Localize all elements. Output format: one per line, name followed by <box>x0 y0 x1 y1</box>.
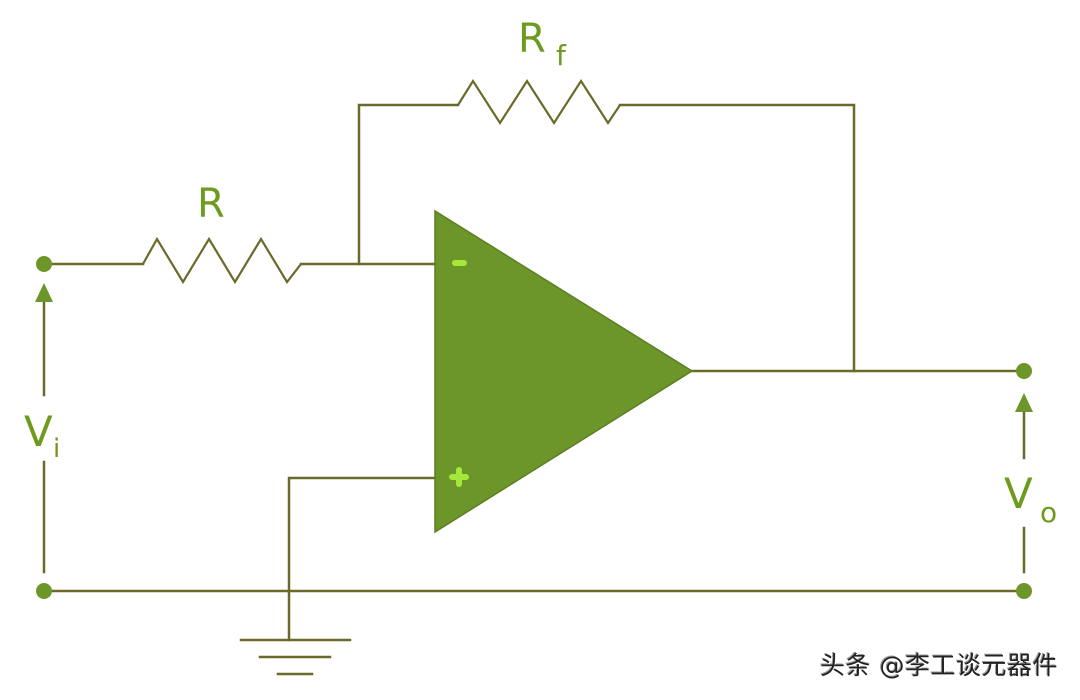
output-ground-terminal <box>1016 583 1032 599</box>
output-voltage-label: V <box>1004 469 1033 518</box>
feedback-resistor-label: R <box>518 16 546 62</box>
input-voltage-subscript: i <box>53 434 60 464</box>
inverting-input-minus-sign <box>452 260 467 266</box>
opamp-triangle <box>434 209 694 534</box>
output-voltage-arrow <box>1015 393 1033 574</box>
input-terminal <box>36 256 52 272</box>
input-voltage-label: V <box>24 407 53 456</box>
input-resistor-r <box>142 236 302 285</box>
noninverting-input-plus-sign <box>449 467 469 487</box>
input-ground-terminal <box>36 583 52 599</box>
feedback-right-wire <box>618 103 856 373</box>
ground-icon <box>239 638 352 676</box>
input-resistor-label: R <box>197 181 225 227</box>
feedback-resistor-rf <box>457 78 621 126</box>
feedback-resistor-subscript: f <box>556 39 567 72</box>
noninverting-input-wire <box>287 476 437 642</box>
watermark: 头条 @李工谈元器件 <box>820 651 1058 680</box>
output-terminal <box>1016 363 1032 379</box>
output-voltage-subscript: o <box>1040 496 1057 529</box>
input-voltage-arrow <box>35 283 53 574</box>
feedback-left-wire <box>357 103 460 266</box>
